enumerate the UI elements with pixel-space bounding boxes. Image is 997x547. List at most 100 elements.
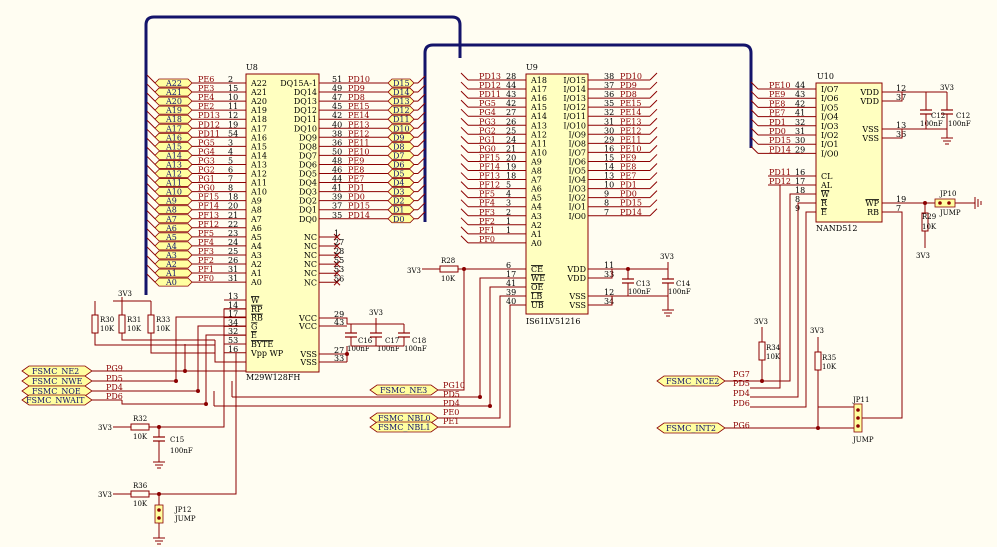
u9-io-net: PE11 (620, 135, 641, 144)
u8-data-pin-name: DQ0 (299, 215, 317, 224)
u8-data-pin-name: DQ3 (299, 188, 317, 197)
u8-ctrl-pin-name: RP (251, 305, 263, 314)
resistor-r34 (758, 341, 766, 361)
u8-addr-pin-num: 18 (228, 193, 238, 202)
u9-addr-net: PF13 (479, 172, 500, 181)
net-pd4-l: PD4 (106, 383, 123, 392)
u10-right-pin-name: VSS (861, 125, 879, 134)
u9-pwr-pin-name: VDD (566, 274, 586, 283)
port-fsmc-ne3-label: FSMC_NE3 (380, 386, 427, 395)
u9-addr-entry (460, 226, 469, 235)
c17-ref: C17 (385, 337, 399, 345)
u8-addr-pin-num: 31 (228, 274, 238, 283)
u8-addr-net: PG4 (198, 147, 215, 156)
u9-io-pin-num: 13 (604, 172, 614, 181)
u8-addr-pin-name: A20 (250, 97, 267, 106)
u8-addr-bus-label-box (154, 96, 193, 106)
u8-addr-entry (146, 165, 156, 174)
u8-data-entry (417, 148, 426, 156)
wire-fsmc-left (92, 370, 246, 401)
u8-addr-entry (146, 210, 156, 220)
u8-addr-pin-num: 11 (228, 102, 238, 111)
u8-addr-pin-name: A6 (250, 224, 262, 233)
u9-addr-net: PG1 (479, 135, 496, 144)
u9-addr-pin-name: A1 (530, 230, 542, 239)
u8-data-bus-label-box (387, 196, 415, 206)
u8-data-net: PE7 (348, 175, 364, 184)
jp12-val: JUMP (174, 515, 196, 523)
r32-ref: R32 (133, 415, 147, 423)
u9-addr-pin-name: A15 (530, 103, 547, 112)
r32-val: 10K (133, 433, 148, 441)
u8-ctrl-pin-name: W (251, 296, 260, 305)
u8-data-bus-label-box (387, 169, 415, 178)
u8-addr-bus-label: A20 (165, 97, 182, 106)
u8-data-pin-name: DQ5 (299, 170, 317, 179)
u8-addr-pin-name: A21 (250, 88, 267, 97)
u10-part: NAND512 (816, 224, 857, 233)
u9-ctrl-pin-num: 39 (506, 288, 516, 297)
u8-ctrl-pin-name: RB (251, 314, 263, 323)
u10-ground (941, 137, 953, 145)
u8-addr-pin-name: A15 (250, 142, 267, 151)
wire-u10-vss (882, 114, 948, 139)
u10-io-pin-name: I/O0 (821, 149, 839, 158)
u9-net-pe0: PE0 (443, 408, 459, 417)
u8-addr-entry (146, 219, 156, 229)
u8-addr-pin-num: 12 (228, 111, 238, 120)
u10-io-pin-name: I/O7 (821, 85, 839, 94)
u10-right-pin-name: VDD (859, 88, 879, 97)
u8-data-bus-label-box (387, 214, 415, 224)
u8-pwr-pin-num: 29 (334, 310, 344, 319)
u8-addr-bus-label: A21 (165, 88, 182, 97)
u8-data-pin-name: DQ4 (299, 179, 317, 188)
u8-nc-pin-num: 28 (334, 247, 344, 256)
r28-ref: R28 (441, 257, 455, 265)
u8-addr-bus-label: A9 (165, 197, 177, 206)
u8-data-entry (417, 75, 426, 84)
u10-io-entry (750, 136, 759, 145)
jp12-pin1 (157, 508, 161, 512)
net-pd5-r: PD5 (733, 379, 750, 388)
u9-addr-entry (460, 208, 469, 217)
u9-io-pin-num: 14 (604, 163, 614, 172)
u9-io-pin-num: 32 (604, 108, 614, 117)
u8-addr-bus-label-box (154, 205, 193, 215)
u9-pwr-pin-name: VSS (568, 301, 586, 310)
r34-ref: R34 (766, 344, 781, 352)
u10-io-pin-name: I/O3 (821, 122, 839, 131)
r36-ref: R36 (133, 482, 148, 490)
u9-addr-pin-num: 20 (506, 153, 516, 162)
u10-ctrl-pin-name: CL (821, 172, 833, 181)
u9-addr-pin-num: 4 (506, 190, 511, 199)
junction-r34 (760, 379, 764, 383)
u8-addr-bus-label: A5 (165, 233, 177, 242)
u8-data-bus-label-box (387, 114, 415, 124)
u9-io-entry (649, 181, 658, 189)
u8-data-net: PD15 (348, 202, 370, 211)
c17-val: 100nF (377, 345, 400, 353)
u8-data-bus-label: D4 (393, 179, 405, 188)
u8-addr-bus-label-box (154, 105, 193, 115)
u8-addr-net: PF5 (198, 229, 214, 238)
r29-ref: R29 (922, 213, 936, 221)
u8-data-net: PE14 (348, 111, 369, 120)
c12b-val: 100nF (948, 120, 971, 128)
u9-addr-pin-num: 25 (506, 126, 516, 135)
pwr-3v3-r35: 3V3 (810, 327, 824, 335)
u9-io-entry (649, 154, 658, 162)
u8-addr-entry (146, 228, 156, 238)
u8-data-bus-label-box (387, 178, 415, 187)
r35-val: 10K (822, 363, 837, 371)
u8-data-entry (417, 202, 426, 211)
u8-body (245, 73, 320, 373)
u8-addr-net: PF4 (198, 238, 214, 247)
u8-nc-pin-num: 27 (334, 238, 344, 247)
u10-right-pin-num: 36 (896, 130, 906, 139)
u8-addr-bus-label-box (154, 114, 193, 124)
u9-addr-entry (460, 135, 469, 144)
u8-addr-pin-num: 8 (228, 184, 233, 193)
u8-pwr-pin-num: 43 (334, 318, 344, 327)
wire-jp11 (850, 406, 870, 429)
